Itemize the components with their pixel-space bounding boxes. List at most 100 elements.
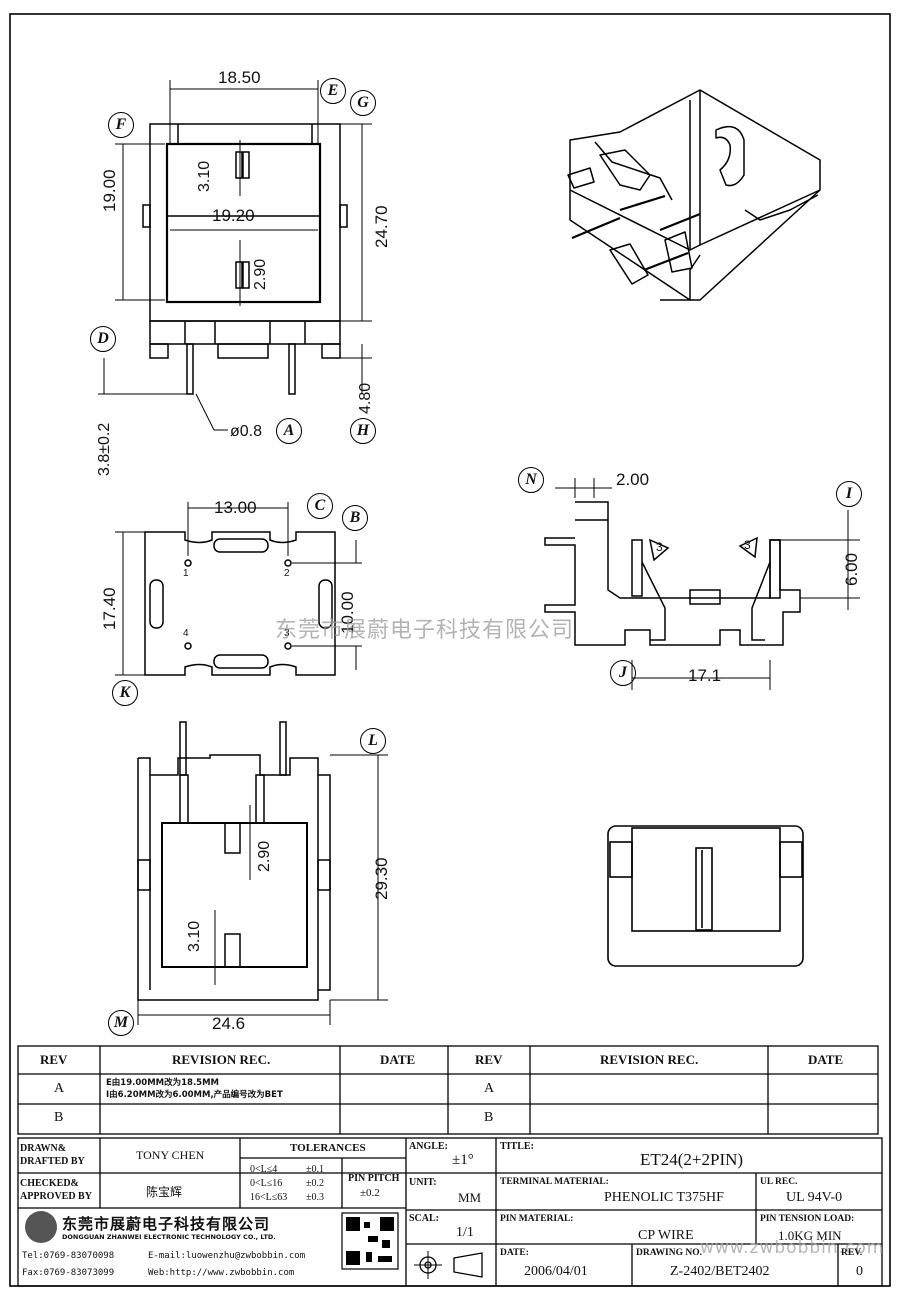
tol-value-1: ±0.1	[306, 1164, 324, 1175]
dim-wall: 2.00	[616, 470, 650, 489]
drawn-by: TONY CHEN	[136, 1148, 205, 1162]
angle-label: ANGLE:	[409, 1141, 448, 1152]
ul-rec-value: UL 94V-0	[786, 1190, 843, 1205]
date-label: DATE:	[500, 1248, 529, 1258]
dim-top-height-right: 24.70	[372, 205, 391, 248]
unit-value: MM	[458, 1190, 482, 1205]
company-email: E-mail:luowenzhu@zwbobbin.com	[148, 1251, 306, 1261]
checked-label-1: CHECKED&	[20, 1178, 79, 1189]
unit-label: UNIT:	[409, 1177, 437, 1188]
watermark-company: 东莞市展蔚电子科技有限公司	[275, 618, 575, 643]
company-name-en: DONGGUAN ZHANWEI ELECTRONIC TECHNOLOGY C…	[62, 1233, 276, 1241]
pin-pitch-value: ±0.2	[360, 1187, 380, 1199]
rev2-row-a: A	[484, 1081, 495, 1096]
rev2-row-b: B	[484, 1110, 494, 1125]
front-view	[137, 721, 388, 1025]
rev-row-a: A	[54, 1081, 65, 1096]
pin-number-3: 3	[284, 628, 290, 639]
label-g: G	[350, 90, 376, 116]
terminal-material-value: PHENOLIC T375HF	[604, 1190, 724, 1205]
dim-top-width: 18.50	[218, 68, 261, 87]
pin-material-value: CP WIRE	[638, 1228, 694, 1243]
dim-pin-spacing-x: 13.00	[214, 498, 257, 517]
label-b: B	[342, 505, 368, 531]
label-d: D	[90, 326, 116, 352]
scale-value: 1/1	[456, 1225, 474, 1240]
date-value: 2006/04/01	[524, 1264, 588, 1279]
bottom-view	[115, 502, 362, 676]
angle-value: ±1°	[452, 1152, 474, 1168]
rev-value: 0	[856, 1264, 863, 1279]
rev-row-b: B	[54, 1110, 64, 1125]
pin-number-2: 2	[284, 568, 290, 579]
tol-range-2: 0<L≤16	[250, 1178, 283, 1189]
dim-front-height: 29.30	[372, 857, 391, 900]
label-e: E	[320, 78, 346, 104]
pin-number-4: 4	[183, 628, 189, 639]
dim-bottom-slot: 2.90	[252, 258, 269, 290]
dim-pin-dia: ø0.8	[230, 423, 263, 440]
dim-top-height-left: 19.00	[100, 169, 119, 212]
company-name-cn: 东莞市展蔚电子科技有限公司	[62, 1215, 271, 1233]
dim-pin-length: 3.8±0.2	[96, 422, 113, 476]
drawn-label-2: DRAFTED BY	[20, 1156, 85, 1167]
terminal-material-label: TERMINAL MATERIAL:	[500, 1177, 609, 1187]
title-block-grid	[17, 1045, 883, 1287]
mark-3-right: 3	[744, 538, 751, 552]
dim-front-width: 24.6	[212, 1014, 246, 1033]
approved-by: 陈宝辉	[146, 1185, 183, 1199]
scale-label: SCAL:	[409, 1213, 440, 1224]
title-value: ET24(2+2PIN)	[640, 1150, 744, 1169]
company-fax: Fax:0769-83073099	[22, 1268, 115, 1278]
date-header-1: DATE	[380, 1052, 416, 1067]
label-h: H	[350, 418, 376, 444]
dim-bottom-height: 17.40	[100, 587, 119, 630]
rev-row-a-rec-line1: E由19.00MM改为18.5MM	[106, 1078, 219, 1088]
label-m: M	[108, 1010, 134, 1036]
tol-value-2: ±0.2	[306, 1178, 324, 1189]
rev-header-2: REV	[475, 1052, 503, 1067]
label-c: C	[307, 493, 333, 519]
rev-header-1: REV	[40, 1052, 68, 1067]
company-web: Web:http://www.zwbobbin.com	[148, 1268, 295, 1278]
label-l: L	[360, 728, 386, 754]
pin-tension-value: 1.0KG MIN	[778, 1228, 842, 1243]
pin-pitch-label: PIN PITCH	[348, 1173, 400, 1184]
label-j: J	[610, 660, 636, 686]
drawing-no-label: DRAWING NO.	[636, 1248, 702, 1258]
side-view	[544, 478, 860, 690]
dim-front-slot-bottom: 3.10	[186, 920, 203, 952]
ul-rec-label: UL REC.	[760, 1177, 798, 1187]
watermark-url: www.zwbobbin.com	[700, 1238, 885, 1258]
pin-material-label: PIN MATERIAL:	[500, 1214, 574, 1224]
revision-rec-header-1: REVISION REC.	[172, 1052, 271, 1067]
drawn-label-1: DRAWN&	[20, 1143, 67, 1154]
dim-front-slot-top: 2.90	[256, 840, 273, 872]
label-k: K	[112, 680, 138, 706]
dim-side-height: 6.00	[842, 552, 861, 586]
dim-top-slot: 3.10	[196, 160, 213, 192]
dim-top-inner-width: 19.20	[212, 206, 255, 225]
rev-label: REV.	[841, 1248, 863, 1258]
pin-tension-label: PIN TENSION LOAD:	[760, 1214, 855, 1224]
company-tel: Tel:0769-83070098	[22, 1251, 115, 1261]
label-i: I	[836, 481, 862, 507]
dim-side-width: 17.1	[688, 666, 722, 685]
revision-rec-header-2: REVISION REC.	[600, 1052, 699, 1067]
plan-view	[607, 825, 804, 967]
label-n: N	[518, 467, 544, 493]
tolerances-label: TOLERANCES	[290, 1142, 366, 1154]
title-label: TITLE:	[500, 1141, 534, 1152]
mark-3-left: 3	[656, 540, 663, 554]
tol-range-1: 0<L≤4	[250, 1164, 278, 1175]
isometric-view	[567, 89, 821, 301]
top-view	[98, 80, 372, 431]
tol-range-3: 16<L≤63	[250, 1192, 288, 1203]
date-header-2: DATE	[808, 1052, 844, 1067]
rev-row-a-rec-line2: I由6.20MM改为6.00MM,产品编号改为BET	[106, 1090, 283, 1100]
dim-base-height: 4.80	[357, 382, 374, 414]
pin-number-1: 1	[183, 568, 189, 579]
checked-label-2: APPROVED BY	[20, 1191, 92, 1202]
drawing-no-value: Z-2402/BET2402	[670, 1264, 770, 1279]
